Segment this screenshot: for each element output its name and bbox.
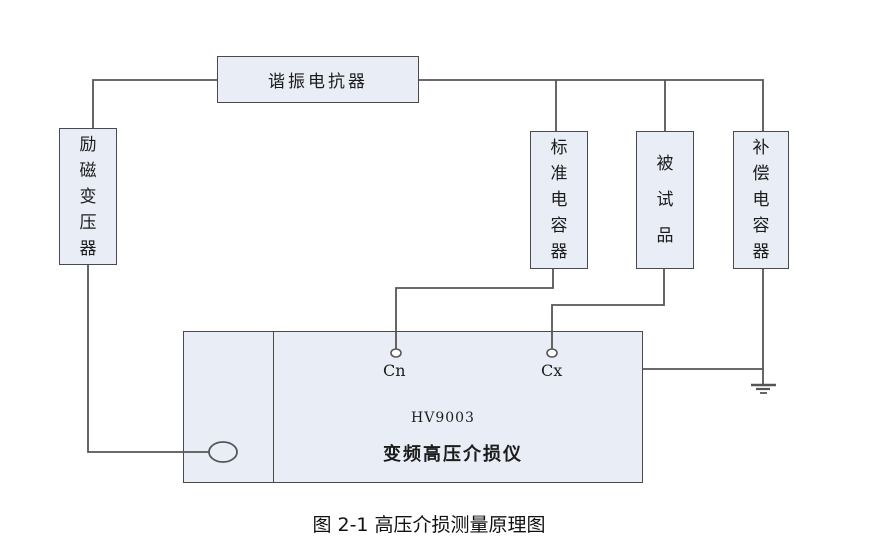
compensation-capacitor-label: 补偿电容器 [752,138,770,262]
cn-terminal-label: Cn [383,361,406,380]
hv-bus-wire [92,79,764,131]
compensation-capacitor-box: 补偿电容器 [733,131,789,269]
figure-caption: 图 2-1 高压介损测量原理图 [312,514,546,536]
resonant-reactor-label: 谐振电抗器 [268,72,368,92]
instrument-panel-divider [273,332,274,482]
instrument-name-label: 变频高压介损仪 [383,444,523,465]
standard-capacitor-label: 标准电容器 [550,138,568,262]
excitation-transformer-box: 励磁变压器 [59,128,117,265]
cx-terminal-label: Cx [541,361,563,380]
excitation-transformer-label: 励磁变压器 [79,134,97,259]
test-specimen-label: 被试品 [656,154,674,246]
instrument-model-label: HV9003 [411,410,475,426]
resonant-reactor-box: 谐振电抗器 [217,56,419,103]
test-specimen-box: 被试品 [636,131,694,269]
standard-capacitor-box: 标准电容器 [530,131,588,269]
instrument-box [183,331,643,483]
